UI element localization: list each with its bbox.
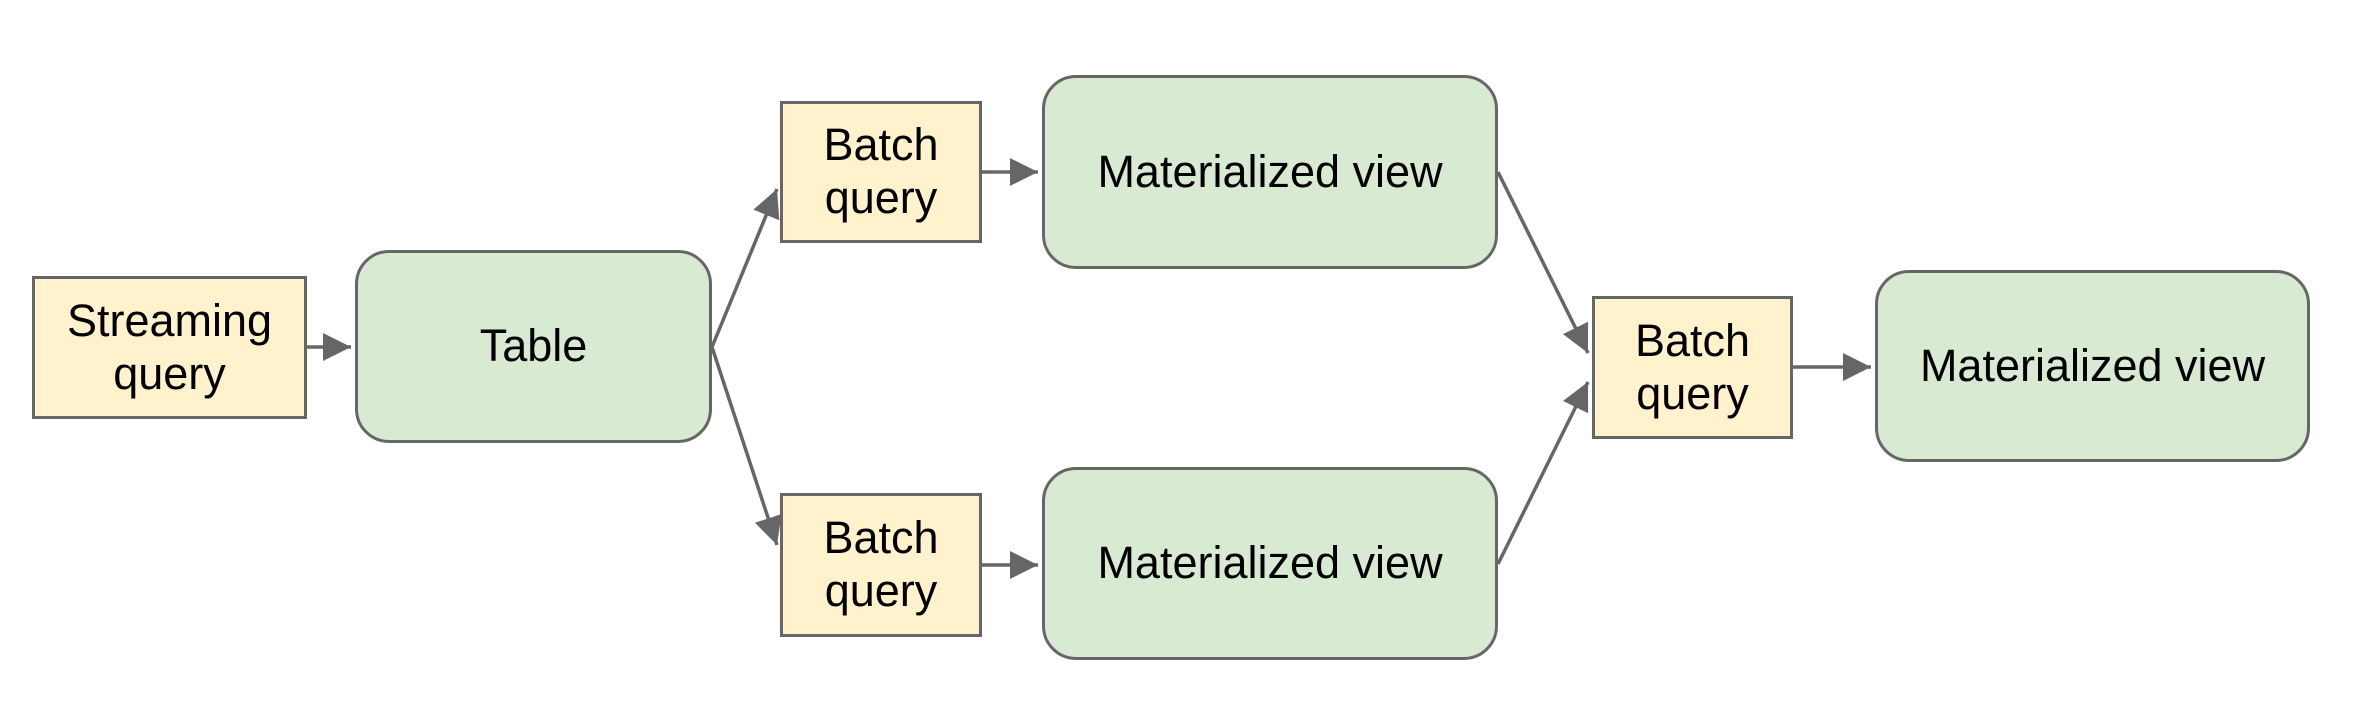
node-batch-query-top-label: Batch query <box>823 119 939 223</box>
edge-materialized-view-top-to-batch-query-center <box>1496 171 1590 354</box>
node-table-label: Table <box>479 320 588 372</box>
edge-table-to-batch-query-bottom <box>710 346 782 546</box>
node-materialized-view-bottom: Materialized view <box>1042 467 1498 660</box>
node-materialized-view-top-label: Materialized view <box>1097 145 1443 197</box>
node-materialized-view-final-label: Materialized view <box>1919 339 2266 391</box>
node-materialized-view-bottom-label: Materialized view <box>1097 537 1443 589</box>
node-streaming-query: Streaming query <box>32 276 307 419</box>
node-materialized-view-top: Materialized view <box>1042 75 1498 269</box>
node-batch-query-center: Batch query <box>1592 296 1793 439</box>
node-batch-query-top: Batch query <box>780 101 982 243</box>
node-batch-query-bottom-label: Batch query <box>823 512 939 616</box>
node-table: Table <box>355 250 712 443</box>
node-batch-query-bottom: Batch query <box>780 493 982 637</box>
edge-materialized-view-bottom-to-batch-query-center <box>1496 381 1590 565</box>
edge-table-to-batch-query-top <box>710 188 780 348</box>
node-streaming-query-label: Streaming query <box>66 294 273 399</box>
node-materialized-view-final: Materialized view <box>1875 270 2310 462</box>
node-batch-query-center-label: Batch query <box>1634 314 1751 419</box>
